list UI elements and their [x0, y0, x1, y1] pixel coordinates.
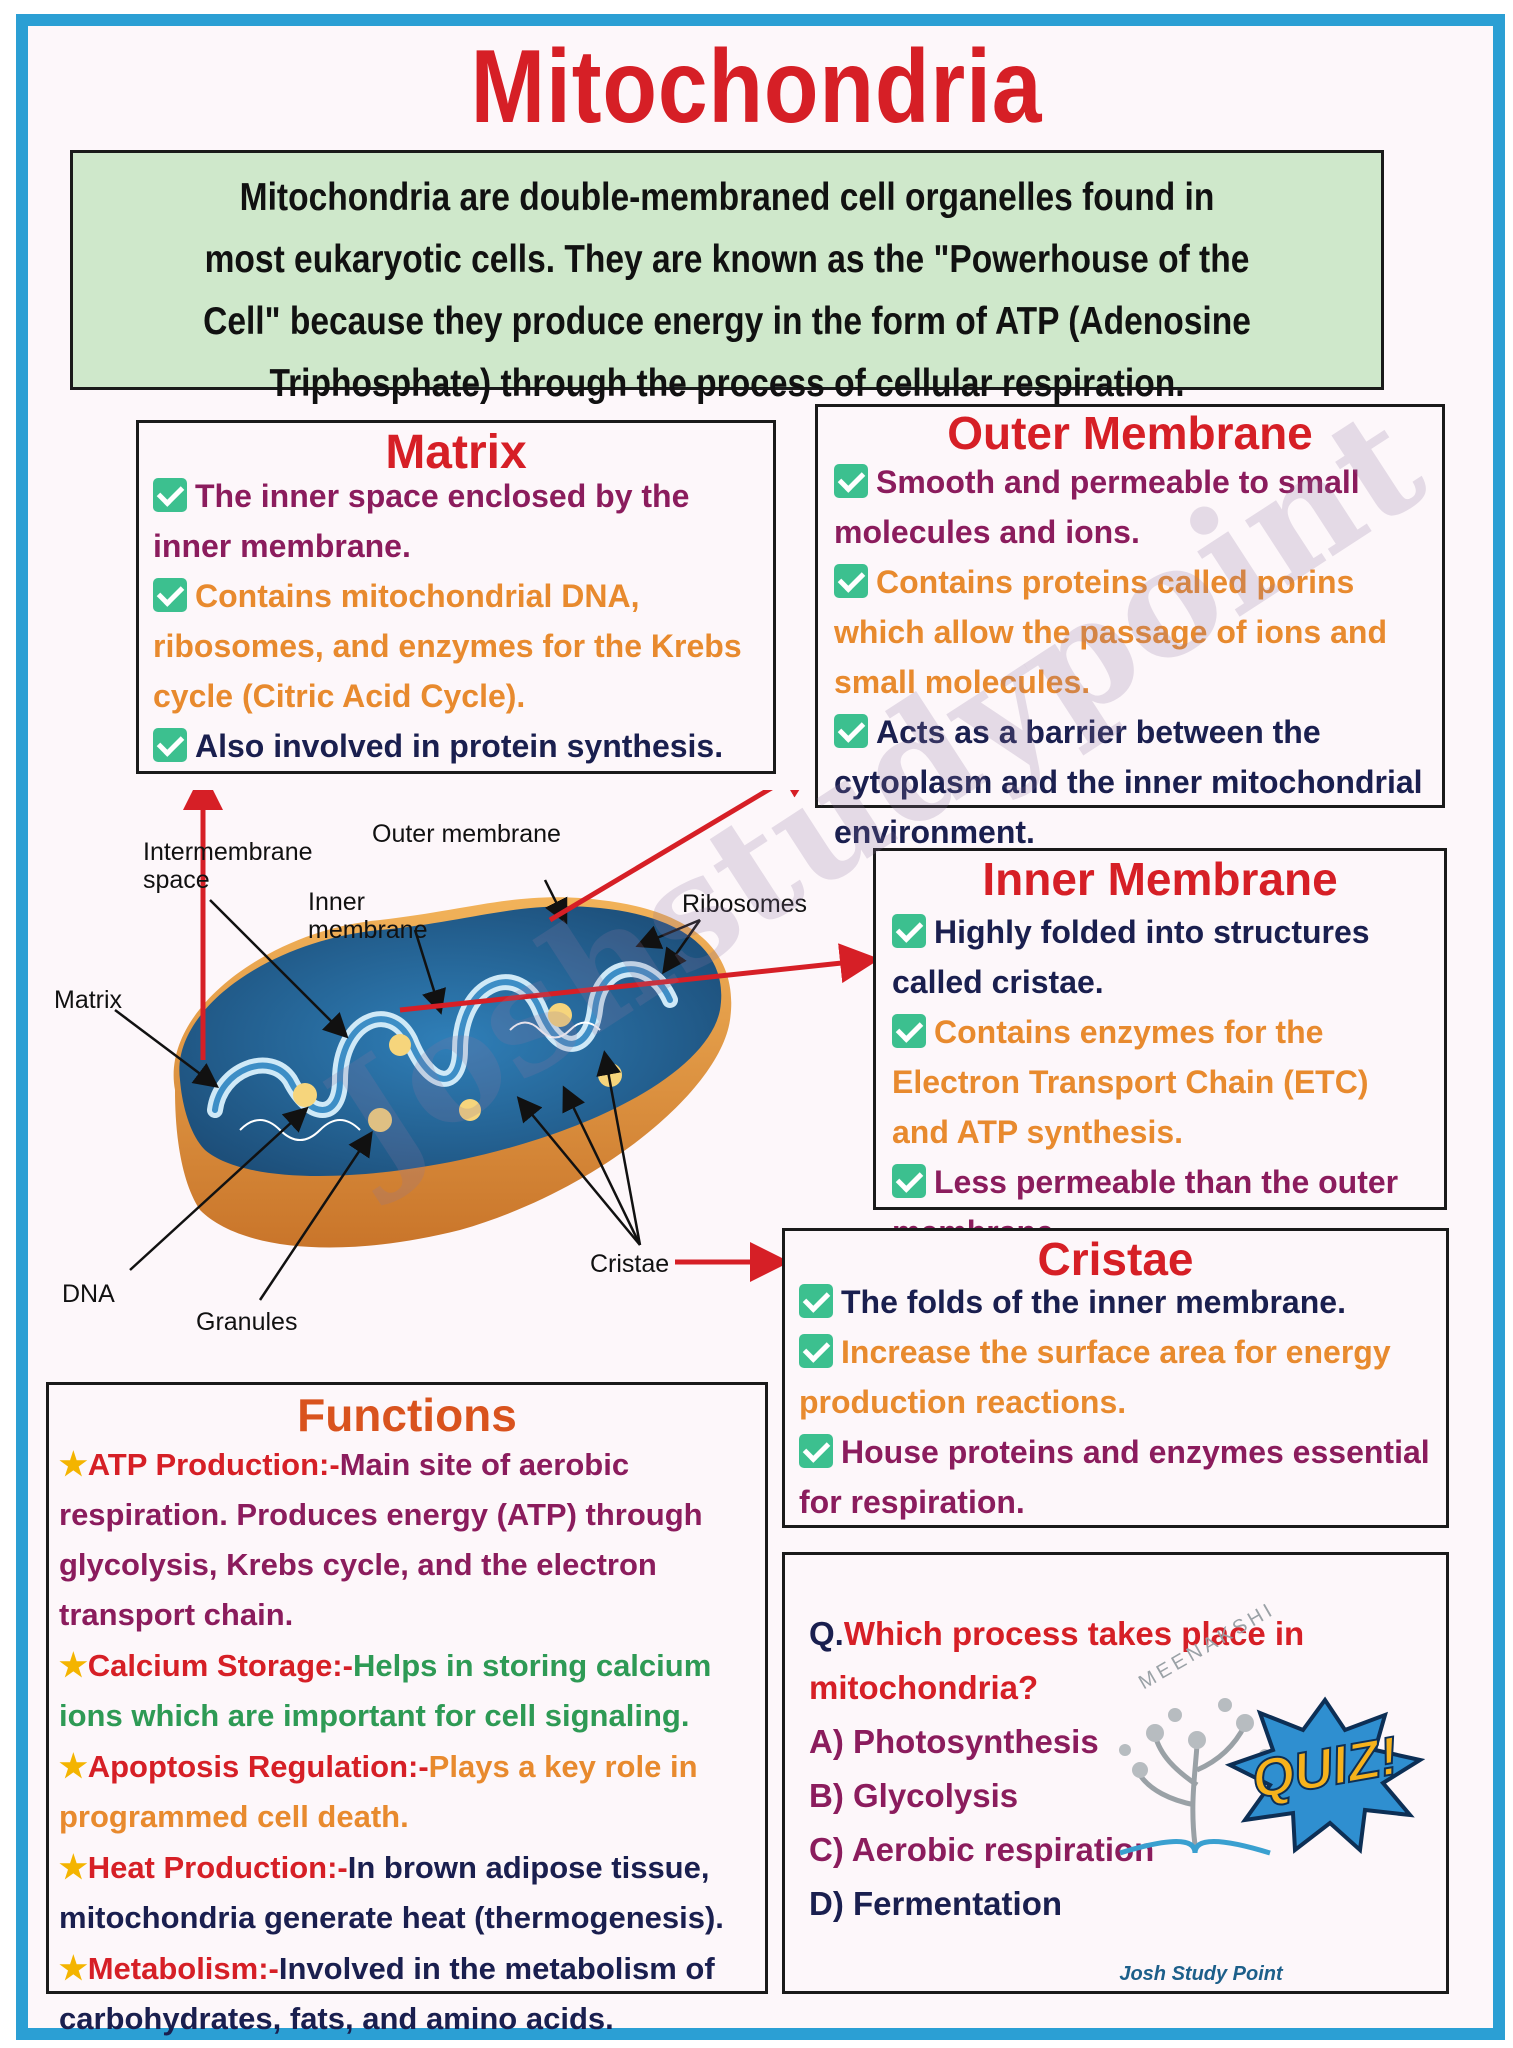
quiz-box: Q.Which process takes place in mitochond…	[782, 1552, 1449, 1994]
label-ribosomes: Ribosomes	[682, 890, 808, 918]
mitochondrion-diagram	[114, 790, 880, 1301]
cristae-item-3: House proteins and enzymes essential for…	[799, 1434, 1430, 1520]
star-icon: ★	[59, 1849, 88, 1885]
quiz-option-c: C) Aerobic respiration	[809, 1831, 1155, 1868]
quiz-option-d: D) Fermentation	[809, 1885, 1063, 1922]
star-icon: ★	[59, 1446, 88, 1482]
check-icon	[153, 728, 187, 762]
check-icon	[892, 1014, 926, 1048]
matrix-box: Matrix The inner space enclosed by the i…	[136, 420, 776, 774]
inner-item-1: Highly folded into structures called cri…	[892, 914, 1370, 1000]
function-apoptosis: ★Apoptosis Regulation:-Plays a key role …	[59, 1748, 698, 1834]
check-icon	[799, 1284, 833, 1318]
logo-name: Josh Study Point	[1119, 1963, 1283, 1985]
quiz-option-b: B) Glycolysis	[809, 1777, 1019, 1814]
inner-item-2: Contains enzymes for the Electron Transp…	[892, 1014, 1369, 1150]
functions-box: Functions ★ATP Production:-Main site of …	[46, 1382, 768, 2036]
inner-membrane-heading: Inner Membrane	[982, 853, 1338, 905]
quiz-badge-burst-icon	[1225, 1696, 1425, 1855]
page-title: Mitochondria	[470, 29, 1043, 145]
outer-item-3: Acts as a barrier between the cytoplasm …	[834, 714, 1423, 850]
intro-text: Mitochondria are double-membraned cell o…	[203, 176, 1251, 405]
function-heat: ★Heat Production:-In brown adipose tissu…	[59, 1849, 724, 1935]
function-atp: ★ATP Production:-Main site of aerobic re…	[59, 1446, 703, 1632]
label-dna: DNA	[62, 1280, 115, 1308]
outer-item-1: Smooth and permeable to small molecules …	[834, 464, 1360, 550]
label-matrix: Matrix	[54, 986, 123, 1014]
check-icon	[153, 578, 187, 612]
logo-tree-icon	[1119, 1698, 1271, 1856]
cristae-item-2: Increase the surface area for energy pro…	[799, 1334, 1391, 1420]
outer-membrane-box: Outer Membrane Smooth and permeable to s…	[815, 404, 1445, 850]
functions-heading: Functions	[297, 1389, 517, 1441]
label-cristae: Cristae	[590, 1250, 670, 1278]
check-icon	[834, 464, 868, 498]
star-icon: ★	[59, 1748, 88, 1784]
inner-membrane-box: Inner Membrane Highly folded into struct…	[873, 848, 1447, 1250]
matrix-item-1: The inner space enclosed by the inner me…	[153, 478, 690, 564]
outer-item-2: Contains proteins called porins which al…	[834, 564, 1387, 700]
check-icon	[892, 1164, 926, 1198]
star-icon: ★	[59, 1950, 88, 1986]
label-outer-membrane: Outer membrane	[372, 820, 561, 848]
matrix-item-3: Also involved in protein synthesis.	[153, 721, 759, 771]
cristae-box: Cristae The folds of the inner membrane.…	[782, 1228, 1449, 1528]
check-icon	[892, 914, 926, 948]
quiz-option-a: A) Photosynthesis	[809, 1723, 1099, 1760]
cristae-item-1: The folds of the inner membrane.	[799, 1277, 1432, 1327]
check-icon	[834, 714, 868, 748]
check-icon	[799, 1434, 833, 1468]
check-icon	[834, 564, 868, 598]
matrix-heading: Matrix	[385, 426, 527, 479]
label-granules: Granules	[196, 1308, 298, 1336]
check-icon	[153, 478, 187, 512]
quiz-question: Q.Which process takes place in mitochond…	[809, 1615, 1305, 1706]
star-icon: ★	[59, 1647, 88, 1683]
matrix-item-2: Contains mitochondrial DNA, ribosomes, a…	[153, 578, 742, 714]
cristae-heading: Cristae	[1037, 1233, 1194, 1285]
function-metabolism: ★Metabolism:-Involved in the metabolism …	[59, 1950, 715, 2036]
check-icon	[799, 1334, 833, 1368]
intro-box: Mitochondria are double-membraned cell o…	[70, 150, 1384, 405]
function-calcium: ★Calcium Storage:-Helps in storing calci…	[59, 1647, 712, 1733]
outer-membrane-heading: Outer Membrane	[947, 407, 1313, 459]
